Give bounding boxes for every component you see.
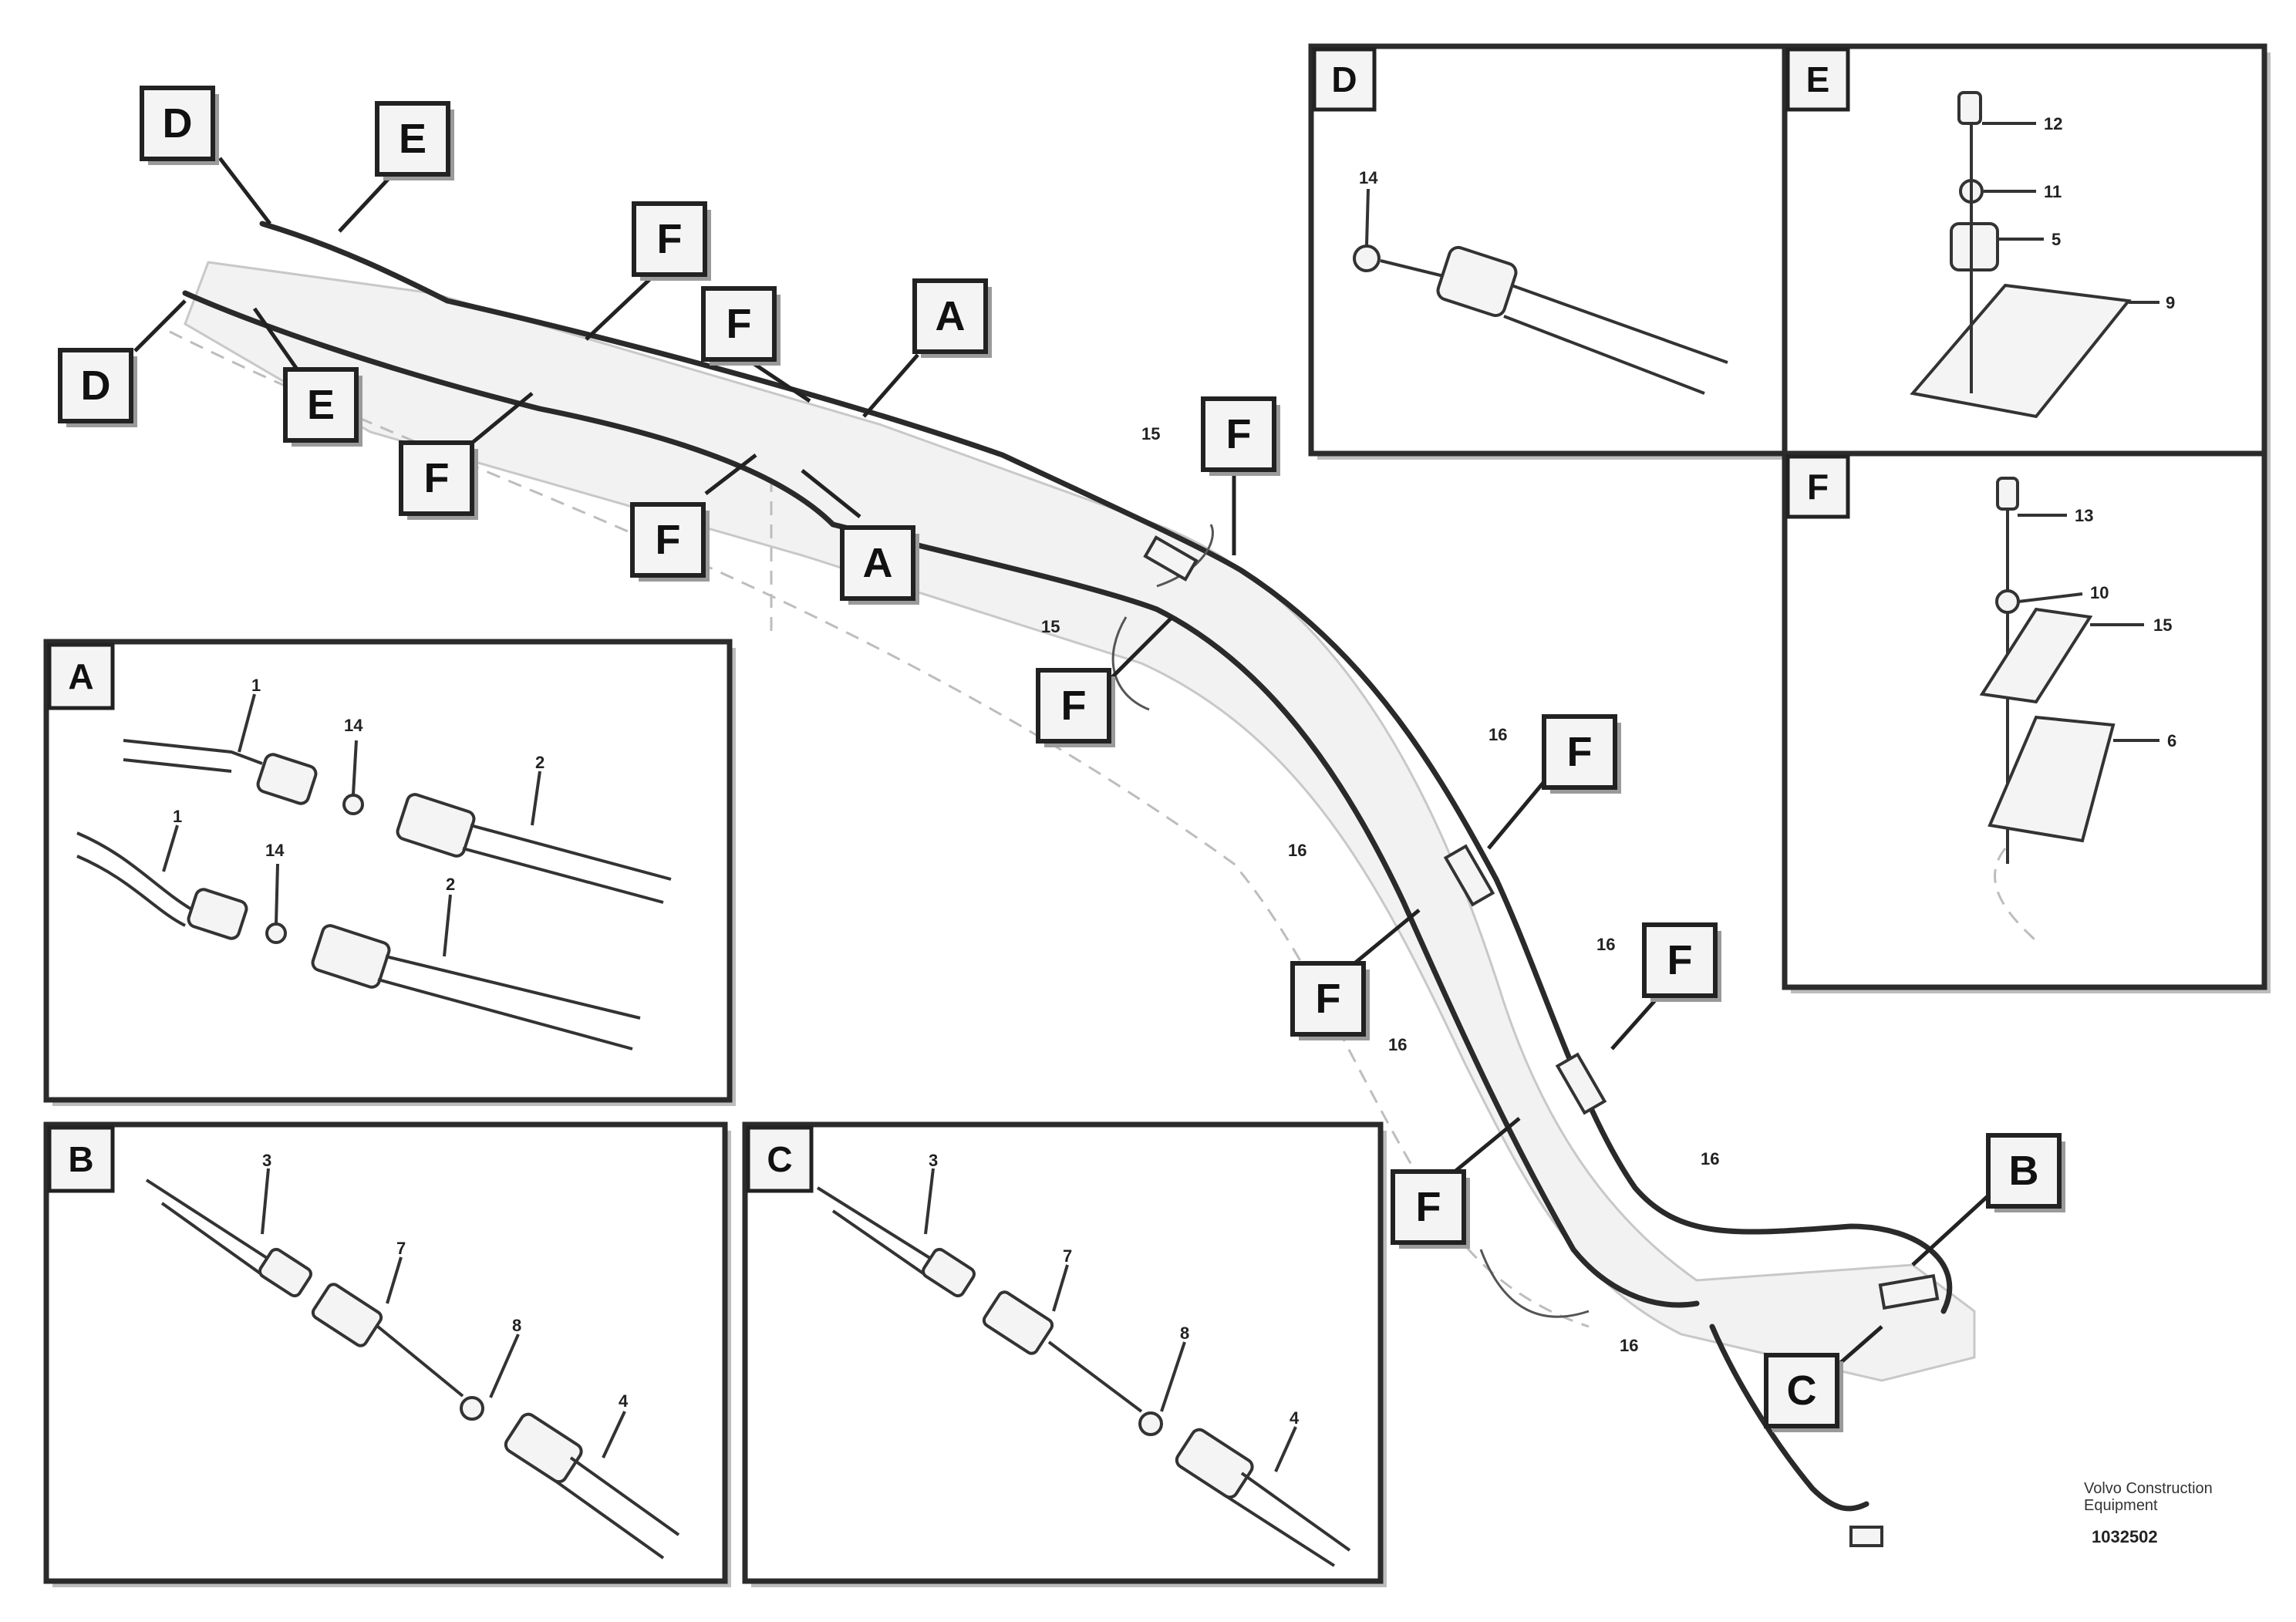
callout-text: D — [163, 100, 193, 147]
svg-text:14: 14 — [265, 841, 285, 860]
callout-B: B — [1986, 1133, 2065, 1212]
svg-text:2: 2 — [446, 875, 455, 894]
svg-text:15: 15 — [1141, 424, 1160, 443]
hose-guard-outline — [169, 261, 1976, 1382]
callout-F-7: F — [1542, 714, 1621, 794]
svg-text:16: 16 — [1620, 1336, 1638, 1355]
callout-text: F — [727, 301, 752, 347]
figure-footnote: Volvo Construction Equipment 1032502 — [2084, 1480, 2213, 1546]
svg-text:12: 12 — [2044, 114, 2062, 133]
callout-C: C — [1764, 1353, 1843, 1432]
callout-text: F — [1226, 411, 1252, 457]
callout-text: F — [656, 517, 681, 563]
svg-text:16: 16 — [1388, 1035, 1407, 1054]
svg-text:4: 4 — [1290, 1408, 1300, 1428]
callout-text: D — [81, 363, 111, 409]
callout-E-2: E — [283, 367, 362, 447]
svg-text:3: 3 — [262, 1151, 271, 1170]
clamps — [1143, 535, 1940, 1547]
svg-text:16: 16 — [1701, 1149, 1719, 1168]
detail-panel-F: F 13 10 15 6 — [1782, 450, 2271, 993]
detail-panel-E: E 12 11 5 9 — [1782, 43, 2271, 460]
callout-D-1: D — [140, 86, 219, 165]
callout-F-8: F — [1290, 961, 1370, 1040]
svg-text:6: 6 — [2167, 731, 2176, 750]
panel-tag: D — [1331, 59, 1357, 99]
svg-text:4: 4 — [619, 1391, 629, 1411]
svg-text:16: 16 — [1288, 841, 1306, 860]
svg-text:5: 5 — [2052, 230, 2061, 249]
svg-text:11: 11 — [2044, 182, 2062, 201]
callout-text: A — [863, 540, 893, 586]
panel-tag: F — [1807, 467, 1829, 507]
panel-tag: B — [68, 1139, 93, 1179]
callout-F-10: F — [1391, 1169, 1470, 1249]
panel-tag: A — [68, 656, 93, 696]
svg-text:7: 7 — [396, 1239, 406, 1258]
detail-panel-B: B 3 7 8 4 — [43, 1121, 731, 1587]
callout-F-1: F — [632, 201, 711, 281]
callout-text: F — [1567, 729, 1593, 775]
svg-text:9: 9 — [2166, 293, 2175, 312]
callout-F-2: F — [701, 286, 781, 366]
callout-text: E — [399, 116, 426, 162]
svg-text:8: 8 — [512, 1316, 521, 1335]
callout-A-1: A — [912, 278, 992, 358]
main-ref-numbers: 15 15 16 16 16 16 16 16 — [1041, 424, 1719, 1355]
svg-text:10: 10 — [2090, 583, 2109, 602]
footnote-line-1: Volvo Construction — [2084, 1480, 2213, 1497]
svg-text:1: 1 — [173, 807, 182, 826]
svg-text:1: 1 — [251, 676, 261, 695]
callout-F-6: F — [1036, 668, 1115, 747]
svg-text:14: 14 — [1359, 168, 1378, 187]
detail-panel-D: D 14 — [1308, 43, 1797, 460]
svg-text:16: 16 — [1596, 935, 1615, 954]
svg-text:13: 13 — [2075, 506, 2093, 525]
svg-text:7: 7 — [1063, 1246, 1072, 1266]
detail-panel-A: A 1 14 2 1 14 2 — [43, 639, 736, 1106]
callout-leaders — [133, 157, 2007, 1382]
callout-text: A — [936, 293, 966, 339]
footnote-line-2: Equipment — [2084, 1497, 2158, 1514]
callout-F-3: F — [399, 440, 478, 520]
svg-text:16: 16 — [1489, 725, 1507, 744]
main-hoses — [182, 221, 1953, 1512]
svg-text:15: 15 — [1041, 617, 1060, 636]
callout-F-9: F — [1642, 922, 1721, 1002]
callout-text: F — [657, 216, 683, 262]
svg-text:2: 2 — [535, 753, 544, 772]
svg-text:3: 3 — [929, 1151, 938, 1170]
callout-text: F — [1667, 937, 1693, 983]
callout-text: F — [1061, 683, 1087, 729]
callout-text: E — [307, 382, 335, 428]
callout-A-2: A — [840, 525, 919, 605]
callout-D-2: D — [58, 348, 137, 427]
svg-text:8: 8 — [1180, 1324, 1189, 1343]
panel-tag: E — [1806, 59, 1830, 99]
callout-text: F — [1316, 976, 1341, 1022]
svg-text:14: 14 — [344, 716, 363, 735]
callout-text: B — [2009, 1148, 2039, 1194]
panel-tag: C — [767, 1139, 792, 1179]
callout-F-4: F — [630, 502, 710, 582]
detail-panel-C: C 3 7 8 4 — [742, 1121, 1387, 1587]
figure-id: 1032502 — [2092, 1527, 2158, 1546]
callout-E-1: E — [375, 101, 454, 180]
callout-text: C — [1787, 1367, 1817, 1414]
svg-text:15: 15 — [2153, 615, 2172, 635]
callout-text: F — [424, 455, 450, 501]
callout-F-5: F — [1201, 396, 1280, 476]
callout-text: F — [1416, 1184, 1441, 1230]
